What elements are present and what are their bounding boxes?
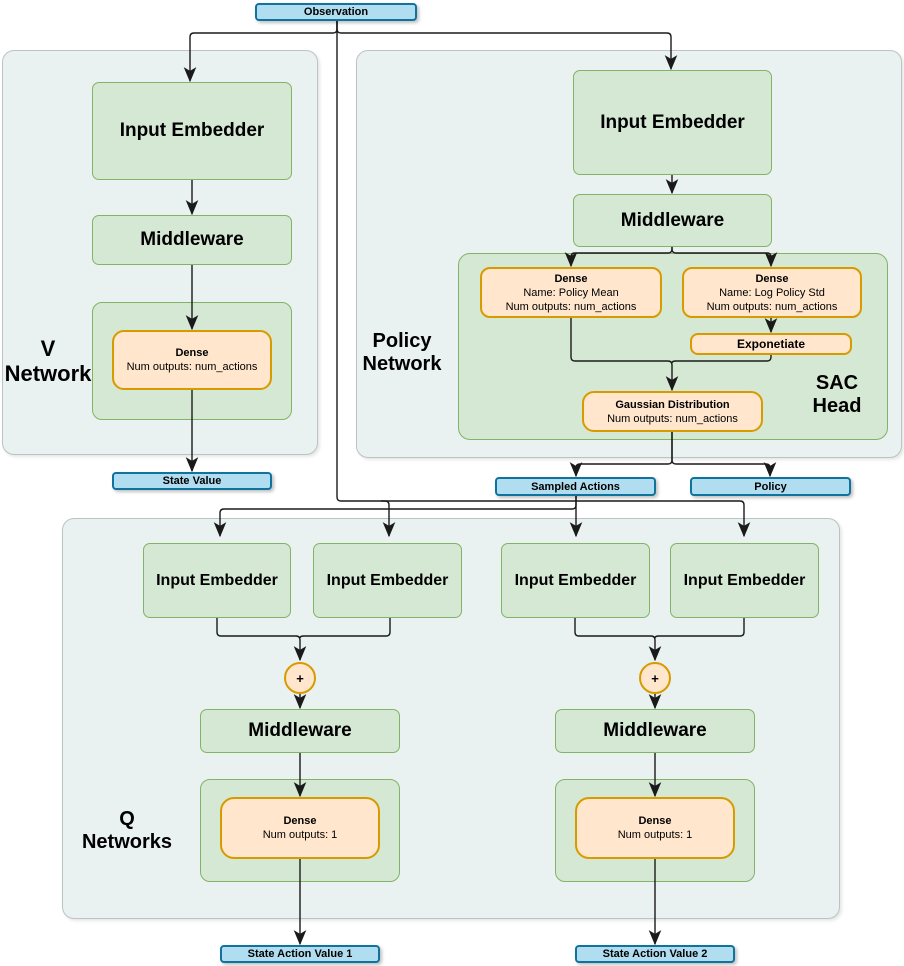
policy-network-label: Policy Network — [356, 330, 448, 376]
gaussian-distribution-title: Gaussian Distribution — [615, 398, 730, 411]
q1-sum-node: + — [284, 662, 316, 694]
dense-log-policy-std-title: Dense — [755, 272, 789, 285]
policy-middleware-node: Middleware — [573, 194, 772, 247]
sampled-actions-node: Sampled Actions — [495, 477, 656, 496]
dense-policy-mean-title: Dense — [554, 272, 588, 285]
q-input-embedder-4-node: Input Embedder — [670, 543, 819, 618]
q2-sum-node: + — [639, 662, 671, 694]
q-input-embedder-1-node: Input Embedder — [143, 543, 291, 618]
v-network-label: V Network — [2, 336, 94, 386]
state-value-node: State Value — [112, 472, 272, 490]
dense-policy-mean-name: Name: Policy Mean — [523, 286, 619, 299]
sac-head-label-line2: Head — [812, 395, 862, 417]
q1-dense-node: Dense Num outputs: 1 — [220, 797, 380, 859]
v-network-label-line2: Network — [4, 361, 92, 386]
v-dense-node: Dense Num outputs: num_actions — [112, 330, 272, 390]
q2-dense-node: Dense Num outputs: 1 — [575, 797, 735, 859]
dense-policy-mean-node: Dense Name: Policy Mean Num outputs: num… — [480, 267, 662, 318]
gaussian-distribution-node: Gaussian Distribution Num outputs: num_a… — [582, 391, 763, 432]
sac-head-label-line1: SAC — [815, 372, 859, 394]
q2-dense-outputs: Num outputs: 1 — [617, 829, 693, 841]
q-input-embedder-3-node: Input Embedder — [501, 543, 650, 618]
q-input-embedder-2-node: Input Embedder — [313, 543, 462, 618]
v-middleware-node: Middleware — [92, 215, 292, 265]
v-dense-outputs: Num outputs: num_actions — [126, 361, 258, 373]
policy-network-label-line2: Network — [362, 353, 442, 375]
q2-middleware-node: Middleware — [555, 709, 755, 753]
q-networks-label-line2: Networks — [81, 831, 173, 853]
gaussian-distribution-outputs: Num outputs: num_actions — [607, 412, 738, 425]
v-dense-title: Dense — [175, 347, 209, 359]
state-action-value-2-node: State Action Value 2 — [575, 945, 735, 963]
q1-dense-title: Dense — [283, 815, 317, 827]
state-action-value-1-node: State Action Value 1 — [220, 945, 380, 963]
exponetiate-node: Exponetiate — [690, 333, 852, 355]
policy-input-embedder-node: Input Embedder — [573, 70, 772, 175]
q1-dense-outputs: Num outputs: 1 — [262, 829, 338, 841]
observation-node: Observation — [255, 3, 417, 21]
q2-dense-title: Dense — [638, 815, 672, 827]
dense-log-policy-std-outputs: Num outputs: num_actions — [706, 300, 838, 313]
dense-policy-mean-outputs: Num outputs: num_actions — [505, 300, 637, 313]
v-input-embedder-node: Input Embedder — [92, 82, 292, 180]
policy-network-label-line1: Policy — [372, 330, 432, 352]
dense-log-policy-std-node: Dense Name: Log Policy Std Num outputs: … — [682, 267, 862, 318]
q-networks-label: Q Networks — [72, 808, 182, 854]
q-networks-label-line1: Q — [119, 808, 135, 830]
v-network-label-line1: V — [40, 336, 56, 361]
dense-log-policy-std-name: Name: Log Policy Std — [719, 286, 825, 299]
exponetiate-label: Exponetiate — [736, 337, 805, 351]
policy-output-node: Policy — [690, 477, 851, 496]
q1-middleware-node: Middleware — [200, 709, 400, 753]
sac-head-label: SAC Head — [792, 372, 882, 418]
